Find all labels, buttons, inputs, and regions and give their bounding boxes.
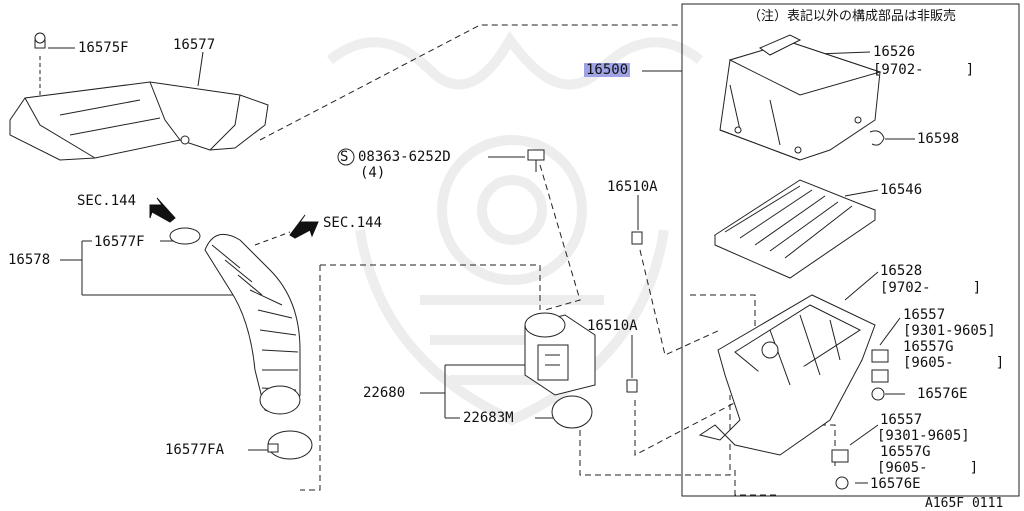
part-label-22680[interactable]: 22680 [363,385,406,401]
part-label-22683M[interactable]: 22683M [463,410,514,426]
samurai-helmet-watermark-icon [326,30,704,426]
part-label-16577[interactable]: 16577 [173,37,216,53]
section-ref-144-right[interactable]: SEC.144 [323,215,383,231]
intake-hose-icon [169,227,313,460]
part-label-16577FA[interactable]: 16577FA [165,442,225,458]
part-label-16510A-top[interactable]: 16510A [607,179,658,195]
part-label-16557G-a[interactable]: 16557G [903,339,954,355]
bolt-quantity: (4) [360,165,386,181]
part-label-16528[interactable]: 16528 [880,263,923,279]
part-label-16557-a[interactable]: 16557 [903,307,946,323]
part-range-16557G-b: [9605- ] [877,460,979,476]
diagram-code: A165F 0111 [925,496,1004,511]
part-range-16526: [9702- ] [873,62,975,78]
bolt-icon [337,148,643,393]
air-cleaner-case-icon [698,294,889,490]
non-sale-note: （注）表記以外の構成部品は非販売 [748,9,957,24]
part-label-16575F[interactable]: 16575F [78,40,129,56]
arrow-icon [149,197,319,239]
hose-clamp-icon [169,227,201,245]
gasket-icon [551,395,593,429]
part-range-16557-a: [9301-9605] [903,323,996,339]
air-filter-icon [713,179,877,279]
part-label-16576E-b[interactable]: 16576E [870,476,921,492]
part-label-16578[interactable]: 16578 [8,252,51,268]
part-label-16557-b[interactable]: 16557 [880,412,923,428]
part-range-16528: [9702- ] [880,280,982,296]
part-range-16557-b: [9301-9605] [877,428,970,444]
part-label-bolt[interactable]: 08363-6252D [358,149,451,165]
section-ref-144-left[interactable]: SEC.144 [77,193,137,209]
assembly-frame [681,3,1020,497]
assembly-number[interactable]: 16500 [584,62,631,78]
air-flow-meter-icon [524,312,596,429]
bolt-symbol: S [340,149,349,165]
part-label-16510A-bottom[interactable]: 16510A [587,318,638,334]
part-label-16576E-a[interactable]: 16576E [917,386,968,402]
part-range-16557G-a: [9605- ] [903,355,1005,371]
air-cleaner-cover-icon [719,34,885,161]
part-label-16598[interactable]: 16598 [917,131,960,147]
part-label-16546[interactable]: 16546 [880,182,923,198]
part-label-16526[interactable]: 16526 [873,44,916,60]
part-label-16577F[interactable]: 16577F [94,234,145,250]
air-duct-icon [9,32,269,161]
part-label-16557G-b[interactable]: 16557G [880,444,931,460]
